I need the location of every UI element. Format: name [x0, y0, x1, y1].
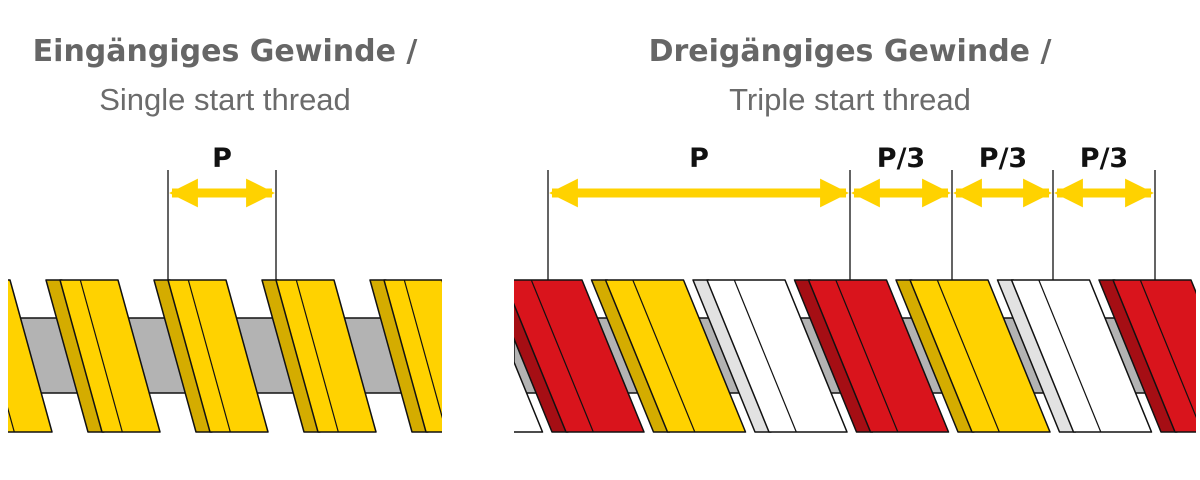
single-start-screw	[8, 279, 442, 433]
single-start-title: Eingängiges Gewinde / Single start threa…	[0, 28, 450, 124]
triple-start-diagram: P P/3 P/3 P/3	[514, 143, 1196, 433]
left-thread-3-edge	[295, 279, 339, 433]
left-thread-4-edge	[403, 279, 442, 419]
left-pitch-label: P	[212, 143, 232, 174]
single-start-title-en: Single start thread	[99, 82, 351, 117]
right-subpitch-label-3: P/3	[1080, 143, 1128, 174]
right-thread-7-face	[1112, 279, 1196, 433]
right-thread-4-face	[807, 279, 950, 433]
left-thread-4-face	[383, 279, 442, 433]
right-thread-1-edge	[530, 279, 594, 433]
right-thread-0-face	[514, 360, 544, 433]
single-start-title-de: Eingängiges Gewinde /	[32, 34, 418, 69]
left-thread-1-face	[59, 279, 161, 433]
right-subpitch-label-2: P/3	[979, 143, 1027, 174]
left-thread-1-edge	[79, 279, 123, 433]
right-thread-6-edge	[1038, 279, 1102, 433]
right-thread-7-edge	[1139, 279, 1196, 419]
right-thread-5-face	[909, 279, 1051, 433]
triple-start-title: Dreigängiges Gewinde / Triple start thre…	[500, 28, 1200, 124]
triple-start-title-en: Triple start thread	[729, 82, 971, 117]
right-thread-3-face	[706, 279, 848, 433]
right-thread-4-edge	[835, 279, 899, 433]
right-thread-5-edge	[936, 279, 1000, 433]
triple-start-title-de: Dreigängiges Gewinde /	[648, 34, 1052, 69]
left-thread-3-face	[275, 279, 377, 433]
right-subpitch-label-1: P/3	[877, 143, 925, 174]
left-thread-2-face	[167, 279, 269, 433]
left-thread-0-face	[8, 279, 53, 433]
right-thread-2-face	[604, 279, 747, 433]
left-thread-2-edge	[187, 279, 231, 433]
right-thread-3-edge	[733, 279, 797, 433]
right-pitch-label: P	[689, 143, 709, 174]
triple-start-screw	[514, 279, 1196, 433]
single-start-diagram: P	[8, 143, 442, 433]
right-thread-6-face	[1010, 279, 1153, 433]
right-thread-2-edge	[632, 279, 696, 433]
